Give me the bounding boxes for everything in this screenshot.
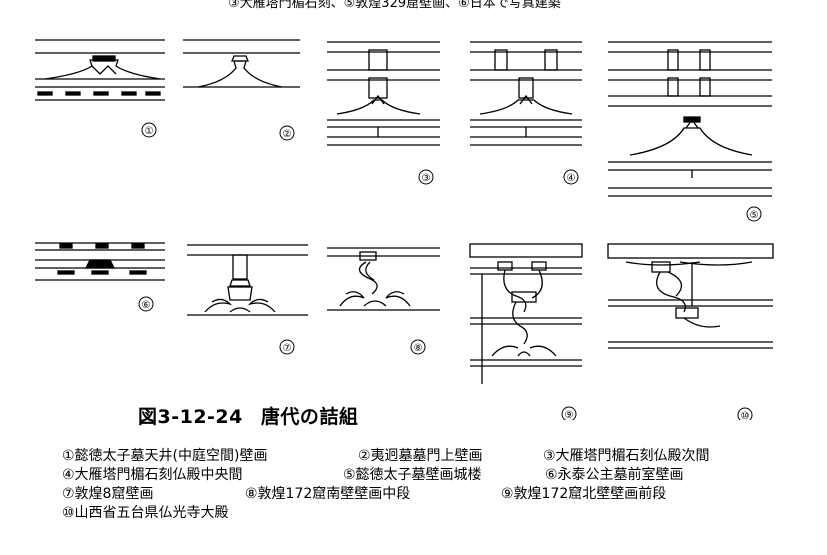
panel-2-drawing <box>183 39 300 88</box>
legend-item: ⑧敦煌172窟南壁壁画中段 <box>245 486 411 502</box>
panel-3-number: ③ <box>422 173 431 184</box>
legend-item: ④大雁塔門楣石刻仏殿中央間 <box>62 467 243 483</box>
panel-4-number-circle <box>563 169 579 185</box>
panel-8-number: ⑧ <box>414 343 423 354</box>
panel-9-number-circle <box>561 406 577 420</box>
panel-1-number: ① <box>145 126 154 137</box>
panel-4-drawing <box>470 41 582 146</box>
panel-9-drawing <box>469 243 583 384</box>
panel-4-number: ④ <box>567 173 576 184</box>
cropped-header-text: ③大雁塔門楣石刻、⑤敦煌329窟壁画、⑥日本で写真建築 <box>228 0 561 11</box>
panel-6-number-circle <box>138 296 154 312</box>
figure-title-text: 唐代の詰組 <box>260 406 359 428</box>
legend-item: ⑥永泰公主墓前室壁画 <box>545 467 684 483</box>
panel-3-drawing <box>327 41 440 146</box>
legend-item: ⑦敦煌8窟壁画 <box>62 486 154 502</box>
panel-10-number-circle <box>737 407 753 420</box>
panel-9-number: ⑨ <box>565 410 574 420</box>
panel-5-number-circle <box>746 206 762 222</box>
legend-item: ③大雁塔門楣石刻仏殿次間 <box>543 448 710 464</box>
legend-item: ⑤懿徳太子墓壁画城楼 <box>343 467 482 483</box>
panel-6-number: ⑥ <box>142 300 151 311</box>
panel-1-number-circle <box>141 122 157 138</box>
panel-10-number: ⑩ <box>741 411 750 420</box>
panel-8-number-circle <box>410 339 426 355</box>
panel-5-number: ⑤ <box>750 210 759 221</box>
panel-6-drawing <box>35 242 165 281</box>
panel-1-drawing <box>35 39 165 101</box>
panel-5-drawing <box>608 41 772 197</box>
panel-7-number-circle <box>279 339 295 355</box>
panel-10-drawing <box>607 243 774 349</box>
panel-2-number: ② <box>283 129 292 140</box>
legend-item: ①懿徳太子墓天井(中庭空間)壁画 <box>62 448 268 464</box>
legend-item: ②夷迥墓墓門上壁画 <box>358 448 483 464</box>
bracket-diagram-figure: ① ② ③ <box>35 39 774 420</box>
panel-7-drawing <box>187 244 308 316</box>
legend-item: ⑨敦煌172窟北壁壁画前段 <box>501 486 667 502</box>
panel-2-number-circle <box>279 125 295 141</box>
panel-3-number-circle <box>418 169 434 185</box>
panel-8-drawing <box>327 247 440 311</box>
legend-item: ⑩山西省五台県仏光寺大殿 <box>62 505 229 521</box>
panel-7-number: ⑦ <box>283 343 292 354</box>
figure-title: 図3-12-24 唐代の詰組 <box>138 402 358 429</box>
figure-title-label: 図3-12-24 <box>138 406 243 428</box>
